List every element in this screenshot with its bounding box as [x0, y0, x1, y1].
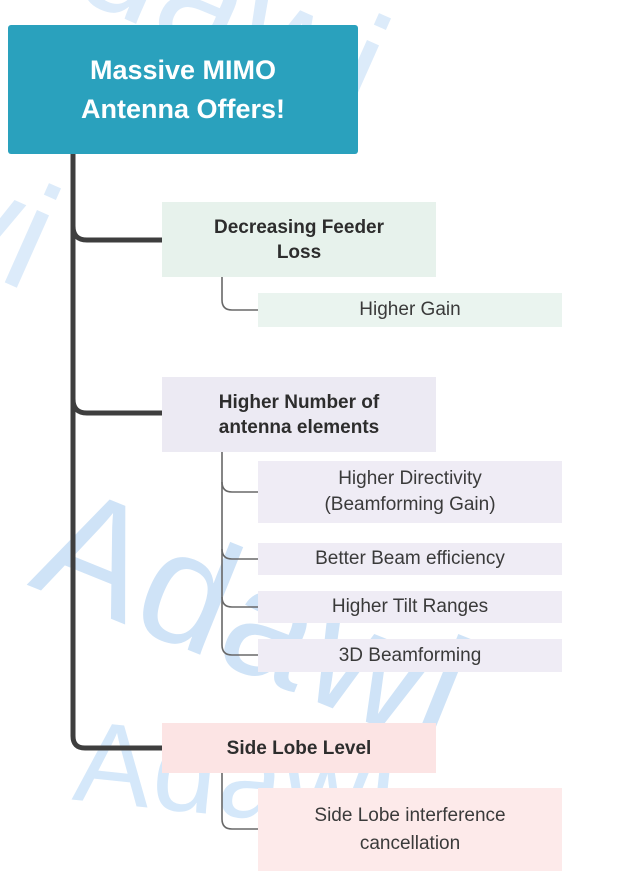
branch-connector-antenna-elements — [70, 398, 163, 416]
branch-node-higher-number-antenna-elements: Higher Number of antenna elements — [162, 377, 436, 452]
child-connector-beam-efficiency — [221, 548, 259, 560]
child-node-side-lobe-interference-cancellation: Side Lobe interference cancellation — [258, 788, 562, 871]
branch-connector-feeder-loss — [70, 225, 163, 243]
child-connector-3d-beamforming — [221, 452, 259, 656]
child-connector-tilt-ranges — [221, 596, 259, 608]
child-node-higher-tilt-ranges: Higher Tilt Ranges — [258, 591, 562, 623]
branch-node-decreasing-feeder-loss: Decreasing Feeder Loss — [162, 202, 436, 277]
child-connector-interference-cancellation — [221, 773, 259, 830]
branch-node-side-lobe-level: Side Lobe Level — [162, 723, 436, 773]
child-node-3d-beamforming: 3D Beamforming — [258, 639, 562, 672]
child-node-better-beam-efficiency: Better Beam efficiency — [258, 543, 562, 575]
trunk-connector — [70, 153, 163, 751]
child-connector-higher-directivity — [221, 481, 259, 493]
child-connector-higher-gain — [221, 277, 259, 311]
child-node-higher-directivity: Higher Directivity (Beamforming Gain) — [258, 461, 562, 523]
root-node-massive-mimo: Massive MIMO Antenna Offers! — [8, 25, 358, 154]
child-node-higher-gain: Higher Gain — [258, 293, 562, 327]
